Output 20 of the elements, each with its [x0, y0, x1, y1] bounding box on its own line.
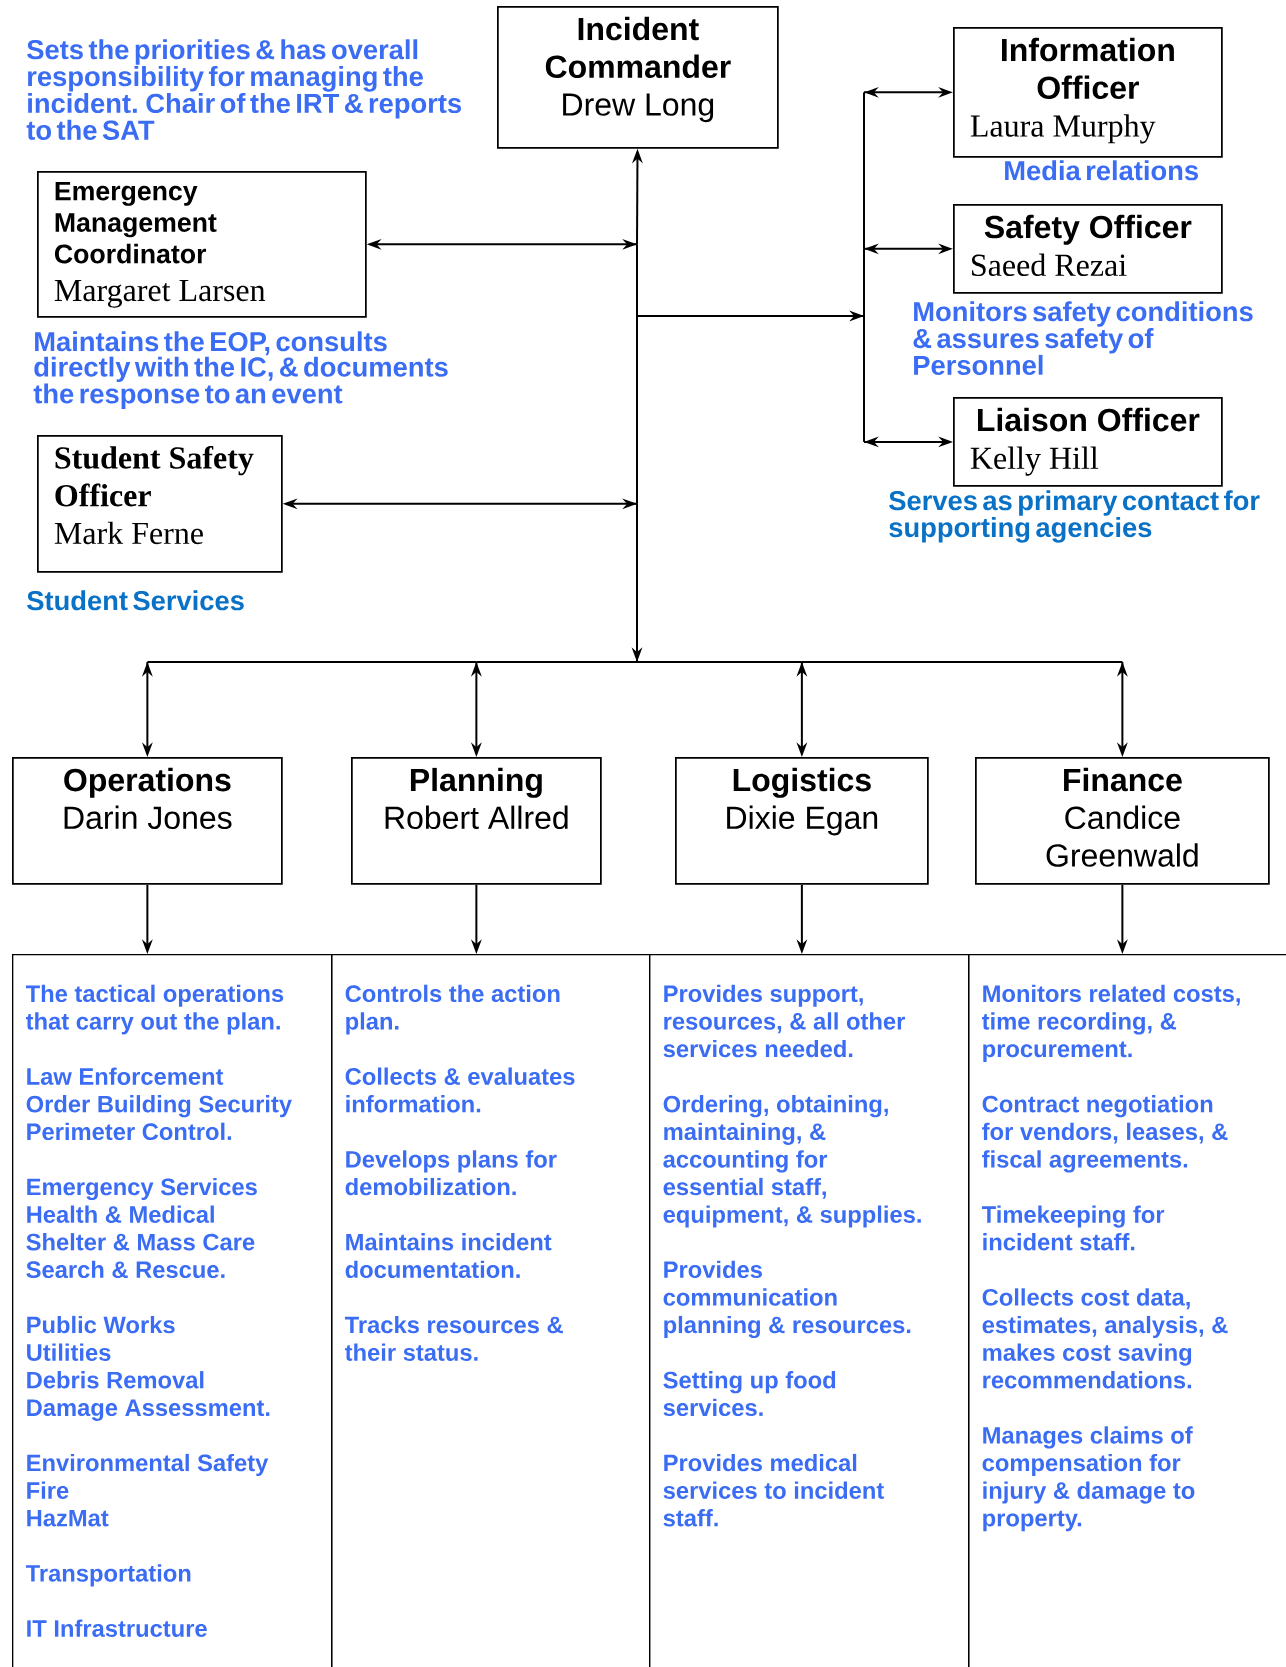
org-box: Emergency Management Coordinator Margaret Larsen [37, 171, 367, 318]
description-text: Sets the priorities & has overall responsibility for managing the incident. Chair of the IRT & reports to the SAT [26, 39, 461, 140]
org-box: Operations Darin Jones [12, 757, 283, 885]
description-column: Controls the action plan. Collects & evaluates information. Develops plans for demobilization. Maintains incident documentation. Tracks resources & their status. [331, 954, 651, 1667]
description-column: Provides support, resources, & all other services needed. Ordering, obtaining, maintaining, & accounting for essential staff, equipment, & supplies. Provides communication planning & resources. Setting up food services. Provides medical services to incident staff. [649, 954, 970, 1667]
description-column: Monitors related costs, time recording, & procurement. Contract negotiation for vendors, leases, & fiscal agreements. Timekeeping for incident staff. Collects cost data, estimates, analysis, & makes cost saving recommendations. Manages claims of compensation for injury & damage to property. [968, 954, 1286, 1667]
org-box: Student Safety Officer Mark Ferne [37, 435, 283, 573]
org-box: Information Officer Laura Murphy [953, 27, 1223, 158]
description-text: Serves as primary contact for supporting agencies [889, 490, 1260, 543]
description-text: Student Services [27, 590, 244, 611]
org-box: Finance Candice Greenwald [975, 757, 1270, 885]
org-box: Planning Robert Allred [351, 757, 602, 885]
org-box: Liaison Officer Kelly Hill [953, 397, 1223, 487]
org-box: Incident Commander Drew Long [497, 6, 779, 149]
description-text: Media relations [1005, 160, 1198, 181]
description-column: The tactical operations that carry out the plan. Law Enforcement Order Building Security Perimeter Control. Emergency Services Health & Medical Shelter & Mass Care Search & Rescue. Public Works Utilities Debris Removal Damage Assessment. Environmental Safety Fire HazMat Transportation IT Infrastructure [12, 954, 333, 1667]
org-box: Logistics Dixie Egan [675, 757, 929, 885]
description-text: Maintains the EOP, consults directly with the IC, & documents the response to an event [33, 331, 448, 409]
org-box: Safety Officer Saeed Rezai [953, 204, 1223, 294]
description-text: Monitors safety conditions & assures safety of Personnel [913, 301, 1253, 375]
